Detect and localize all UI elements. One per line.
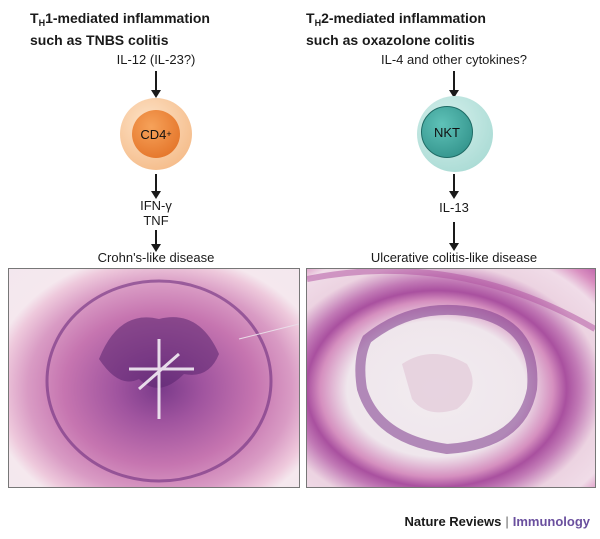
left-title-line2: such as TNBS colitis <box>30 32 169 48</box>
ulcerative-colitis-histology-image <box>306 268 596 488</box>
crohns-histology-detail <box>45 279 299 483</box>
right-title-t: T <box>306 10 315 26</box>
left-input-label: IL-12 (IL-23?) <box>116 52 196 67</box>
left-output-1: IFN-γ <box>140 198 172 213</box>
journal-name: Immunology <box>512 514 590 529</box>
right-output-1: IL-13 <box>439 200 469 215</box>
cd4-sup: + <box>166 129 172 139</box>
credit-separator: | <box>505 514 509 529</box>
nkt-nucleus: NKT <box>421 106 473 158</box>
left-title: TH1-mediated inflammation such as TNBS c… <box>30 10 210 49</box>
uc-histology-detail <box>307 269 595 455</box>
right-disease-label: Ulcerative colitis-like disease <box>370 250 538 265</box>
left-title-line1: 1-mediated inflammation <box>45 10 210 26</box>
right-title: TH2-mediated inflammation such as oxazol… <box>306 10 486 49</box>
nkt-label: NKT <box>434 124 460 140</box>
right-arrow-1 <box>449 71 459 98</box>
left-title-t: T <box>30 10 39 26</box>
left-arrow-3 <box>151 230 161 252</box>
right-arrow-2 <box>449 174 459 199</box>
left-disease-label: Crohn's-like disease <box>97 250 215 265</box>
nkt-cell: NKT <box>417 96 493 172</box>
cd4-nucleus: CD4+ <box>132 110 180 158</box>
left-title-sub: H <box>38 18 46 28</box>
left-arrow-2 <box>151 174 161 199</box>
right-title-line2: such as oxazolone colitis <box>306 32 475 48</box>
right-title-line1: 2-mediated inflammation <box>321 10 486 26</box>
left-output-2: TNF <box>143 213 169 228</box>
cd4-label: CD4 <box>140 126 167 142</box>
journal-credit: Nature Reviews|Immunology <box>405 514 591 529</box>
left-arrow-1 <box>151 71 161 98</box>
cd4-cell: CD4+ <box>120 98 192 170</box>
right-title-sub: H <box>314 18 322 28</box>
right-arrow-3 <box>449 222 459 251</box>
right-input-label: IL-4 and other cytokines? <box>381 52 527 67</box>
brand-name: Nature Reviews <box>404 514 502 529</box>
crohns-histology-image <box>8 268 300 488</box>
